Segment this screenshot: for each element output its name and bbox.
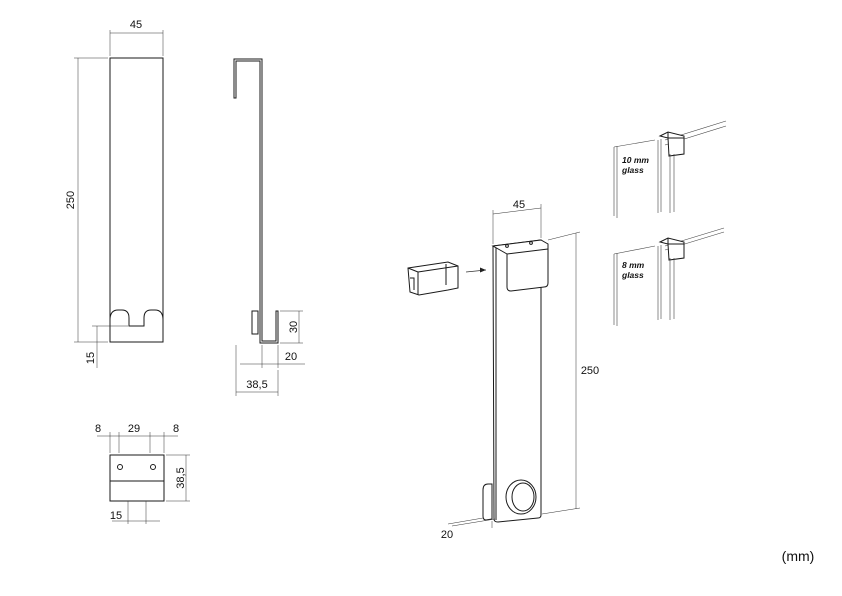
iso-width-label: 45 — [513, 199, 525, 211]
iso-height-label: 250 — [581, 365, 599, 377]
side-height-label: 30 — [288, 321, 300, 333]
iso-bar — [492, 239, 542, 523]
top-center-label: 29 — [128, 423, 140, 435]
side-view: 30 20 38,5 — [233, 58, 305, 396]
front-view: 45 250 15 — [65, 19, 164, 368]
top-view: 8 29 8 38,5 15 — [95, 423, 190, 524]
top-slot-label: 15 — [110, 510, 122, 522]
front-view-outline — [109, 57, 164, 343]
side-depth-label: 38,5 — [246, 379, 267, 391]
front-slot-depth-label: 15 — [85, 352, 97, 364]
front-width-label: 45 — [130, 19, 142, 31]
top-view-outline — [109, 454, 165, 502]
glass-label-10mm-line1: 10 mm — [622, 155, 649, 165]
glass-label-8mm-line2: glass — [621, 270, 644, 280]
side-hook-width-label: 20 — [285, 351, 297, 363]
iso-view: 45 250 20 — [407, 199, 599, 541]
iso-bottom-hook — [482, 483, 493, 521]
top-view-hole-left — [117, 464, 123, 470]
glass-detail-10mm: 10 mm glass — [613, 120, 727, 218]
iso-knob — [505, 479, 537, 515]
front-height-label: 250 — [65, 191, 77, 209]
top-height-label: 38,5 — [175, 467, 187, 488]
glass-label-8mm-line1: 8 mm — [622, 260, 645, 270]
iso-top-cap — [491, 239, 549, 292]
side-view-profile — [233, 58, 279, 344]
iso-depth-label: 20 — [441, 529, 453, 541]
glass-label-10mm-line2: glass — [621, 165, 644, 175]
front-view-slot — [109, 309, 164, 342]
iso-clip — [407, 261, 459, 296]
side-view-pad — [251, 310, 259, 335]
top-right-margin-label: 8 — [173, 423, 179, 435]
units-label: (mm) — [782, 548, 815, 564]
top-left-margin-label: 8 — [95, 423, 101, 435]
glass-detail-8mm: 8 mm glass — [613, 227, 725, 326]
top-view-hole-right — [150, 464, 156, 470]
